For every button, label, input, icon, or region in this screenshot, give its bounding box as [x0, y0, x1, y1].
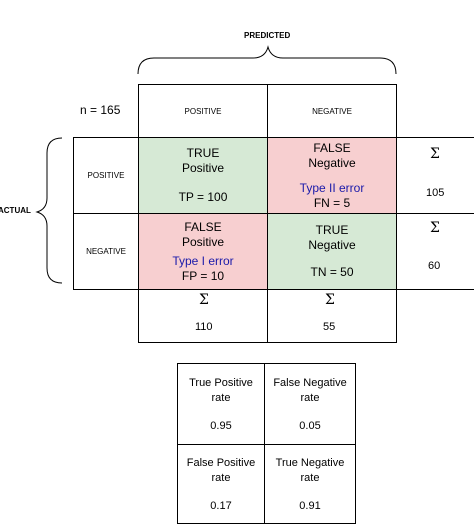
tpr-value: 0.95 — [210, 419, 232, 432]
tp-line1: TRUE — [186, 146, 220, 160]
column-label-negative: NEGATIVE — [312, 106, 352, 116]
row-label-negative: NEGATIVE — [86, 247, 126, 256]
tp-value: TP = 100 — [178, 190, 228, 204]
col-sum-positive: Σ 110 — [138, 289, 268, 343]
fpr-label1: False Positive — [186, 456, 256, 469]
col-sum-negative-sigma: Σ — [325, 292, 335, 308]
cell-false-negative: FALSE Negative Type II error FN = 5 — [267, 137, 397, 214]
tp-line2: Positive — [181, 161, 225, 175]
row-sum-positive: Σ 105 — [396, 137, 474, 214]
sample-count: n = 165 — [80, 103, 121, 117]
fpr-value: 0.17 — [210, 499, 232, 512]
row-sum-negative-value: 60 — [428, 260, 441, 272]
fp-value: FP = 10 — [181, 268, 225, 283]
cell-false-positive: FALSE Positive Type I error FP = 10 — [138, 213, 268, 290]
row-header-negative: NEGATIVE — [73, 213, 139, 290]
fnr-label2: rate — [300, 391, 320, 404]
fp-line1: FALSE — [184, 219, 222, 234]
tn-line1: TRUE — [315, 223, 349, 237]
tn-value: TN = 50 — [310, 265, 354, 279]
row-sum-negative-sigma: Σ — [430, 220, 440, 236]
rate-cell-tpr: True Positive rate 0.95 — [177, 363, 265, 445]
fp-error-type: Type I error — [172, 253, 234, 268]
col-sum-positive-sigma: Σ — [199, 292, 209, 308]
row-sum-positive-sigma: Σ — [430, 146, 440, 162]
fnr-value: 0.05 — [299, 419, 321, 432]
col-sum-negative: Σ 55 — [267, 289, 397, 343]
col-sum-positive-value: 110 — [195, 321, 213, 333]
row-sum-negative: Σ 60 — [396, 213, 474, 290]
fpr-label2: rate — [211, 471, 231, 484]
tn-line2: Negative — [308, 238, 356, 252]
tpr-label2: rate — [211, 391, 231, 404]
predicted-brace — [137, 45, 397, 75]
column-header-negative: NEGATIVE — [267, 84, 397, 138]
actual-brace — [35, 137, 63, 284]
tnr-label1: True Negative — [275, 456, 345, 469]
rate-cell-tnr: True Negative rate 0.91 — [264, 444, 356, 524]
fp-line2: Positive — [181, 234, 225, 249]
row-sum-positive-value: 105 — [426, 187, 445, 199]
fn-error-type: Type II error — [299, 180, 365, 195]
fn-line2: Negative — [308, 155, 356, 170]
column-header-positive: POSITIVE — [138, 84, 268, 138]
actual-label: ACTUAL — [0, 206, 31, 215]
cell-true-positive: TRUE Positive TP = 100 — [138, 137, 268, 214]
predicted-label: PREDICTED — [244, 31, 291, 40]
row-header-positive: POSITIVE — [73, 137, 139, 214]
fnr-label1: False Negative — [273, 376, 347, 389]
fn-line1: FALSE — [313, 140, 351, 155]
col-sum-negative-value: 55 — [323, 321, 336, 333]
rate-cell-fnr: False Negative rate 0.05 — [264, 363, 356, 445]
tpr-label1: True Positive — [189, 376, 253, 389]
row-label-positive: POSITIVE — [87, 171, 125, 180]
column-label-positive: POSITIVE — [184, 106, 222, 116]
tnr-label2: rate — [300, 471, 320, 484]
tnr-value: 0.91 — [299, 499, 321, 512]
cell-true-negative: TRUE Negative TN = 50 — [267, 213, 397, 290]
fn-value: FN = 5 — [313, 195, 351, 210]
rate-cell-fpr: False Positive rate 0.17 — [177, 444, 265, 524]
